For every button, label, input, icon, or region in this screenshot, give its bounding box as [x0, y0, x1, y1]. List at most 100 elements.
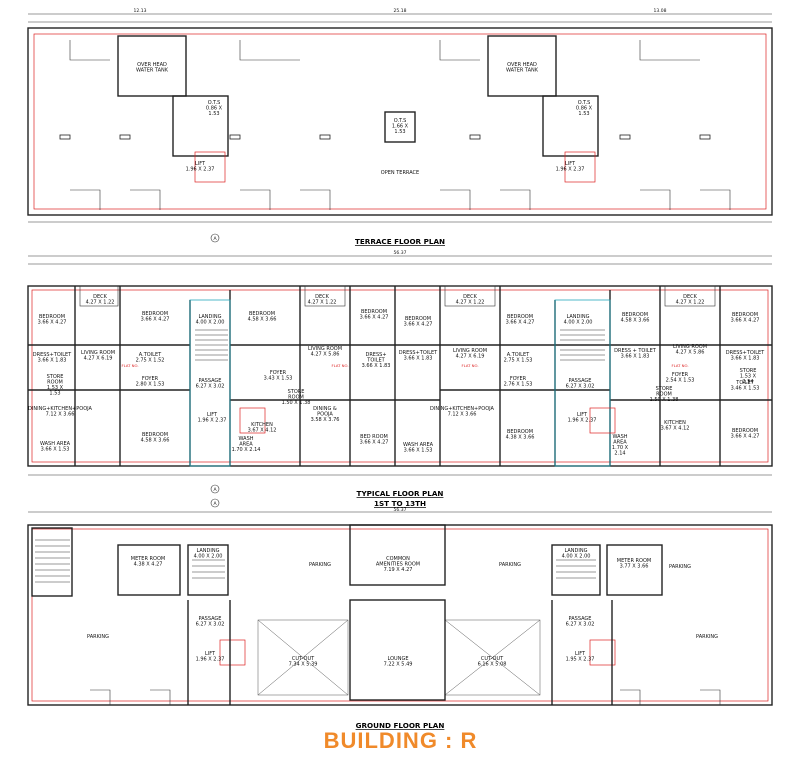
- room-label-line: LANDING: [198, 314, 221, 320]
- room-label-line: LIFT: [207, 412, 218, 418]
- room-label-line: PASSAGE: [199, 616, 222, 622]
- room-label-g-parking2: PARKING: [499, 562, 521, 568]
- room-label-line: 3.58 X 3.76: [311, 417, 340, 423]
- room-label-line: LIVING ROOM: [673, 344, 707, 350]
- room-label-line: 7.12 X 3.66: [448, 412, 477, 418]
- room-label-line: BEDROOM: [361, 309, 387, 315]
- room-label-line: 3.66 X 1.83: [621, 354, 650, 360]
- typical-outer-wall: [27, 285, 773, 467]
- room-label-line: 3.66 X 1.83: [404, 356, 433, 362]
- room-label-line: 6.27 X 3.02: [196, 622, 225, 628]
- room-label-line: PASSAGE: [199, 378, 222, 384]
- room-label-line: WASH AREA: [403, 442, 434, 448]
- room-label-line: 3.66 X 4.27: [731, 318, 760, 324]
- room-label-line: AREA: [239, 442, 253, 448]
- room-label-line: 1.53: [578, 111, 589, 117]
- terrace-outer-wall: [27, 27, 773, 216]
- room-label-line: 3.67 X 4.12: [661, 426, 690, 432]
- room-label-line: 1.53: [49, 391, 60, 397]
- room-label-line: CUT-OUT: [292, 656, 315, 662]
- room-label-g-parking3: PARKING: [87, 634, 109, 640]
- room-label-line: DECK: [463, 294, 478, 300]
- room-label-line: BEDROOM: [622, 312, 648, 318]
- room-label-line: 3.66 X 4.27: [404, 322, 433, 328]
- room-label-line: BEDROOM: [39, 314, 65, 320]
- room-label-line: POOJA: [317, 412, 333, 418]
- room-label-line: 3.66 X 4.27: [38, 320, 67, 326]
- room-label-line: TOILET: [735, 380, 754, 386]
- room-label-line: A.TOILET: [139, 352, 162, 358]
- room-label-line: A.TOILET: [507, 352, 530, 358]
- grid-marker-a-2: A: [213, 487, 217, 493]
- room-label-line: 2.76 X 1.53: [504, 382, 533, 388]
- room-label-line: FOYER: [142, 376, 159, 382]
- room-label-line: AREA: [613, 440, 627, 446]
- room-label-line: 4.00 X 2.00: [196, 320, 225, 326]
- typical-plan: 56.37 FLAT NO. FLAT NO. FLAT NO. FLAT NO…: [27, 250, 773, 508]
- typical-overall-dim: 56.37: [394, 250, 407, 256]
- room-label-line: 3.66 X 1.83: [38, 358, 67, 364]
- room-label-line: TOILET: [366, 358, 385, 364]
- grid-marker-a-3: A: [213, 501, 217, 507]
- room-label-line: PARKING: [309, 562, 331, 568]
- room-label-line: LOUNGE: [388, 656, 409, 662]
- room-label-line: LIFT: [577, 412, 588, 418]
- room-label-line: 4.27 X 1.22: [86, 300, 115, 306]
- room-label-line: STORE: [656, 386, 673, 392]
- room-label-line: CUT-OUT: [481, 656, 504, 662]
- room-label-line: 4.27 X 1.22: [456, 300, 485, 306]
- room-label-line: COMMON: [386, 556, 410, 562]
- room-label-line: LIFT: [195, 161, 206, 167]
- room-label-line: FOYER: [270, 370, 287, 376]
- svg-text:FLAT NO.: FLAT NO.: [121, 363, 138, 368]
- room-label-line: DECK: [93, 294, 108, 300]
- room-label-line: 3.66 X 1.53: [41, 447, 70, 453]
- room-label-line: 0.86 X: [576, 106, 593, 112]
- room-label-line: BEDROOM: [142, 432, 168, 438]
- room-label-line: ROOM: [288, 395, 304, 401]
- room-label-line: DINING &: [313, 406, 337, 412]
- room-label-line: 2.14: [614, 451, 625, 457]
- room-label-line: 1.96 X 2.37: [556, 167, 585, 173]
- room-label-line: KITCHEN: [664, 420, 686, 426]
- room-label-line: 1.53: [394, 129, 405, 135]
- room-label-line: 3.66 X 1.53: [404, 448, 433, 454]
- room-label-line: METER ROOM: [617, 558, 651, 564]
- room-label-line: 4.27 X 6.19: [456, 354, 485, 360]
- room-label-line: 3.77 X 3.66: [620, 564, 649, 570]
- room-label-line: 4.00 X 2.00: [194, 554, 223, 560]
- room-label-line: 4.00 X 2.00: [564, 320, 593, 326]
- room-label-line: DRESS + TOILET: [614, 348, 657, 354]
- room-label-line: WATER TANK: [136, 68, 169, 74]
- room-label-line: 1.50 X 1.38: [650, 397, 679, 403]
